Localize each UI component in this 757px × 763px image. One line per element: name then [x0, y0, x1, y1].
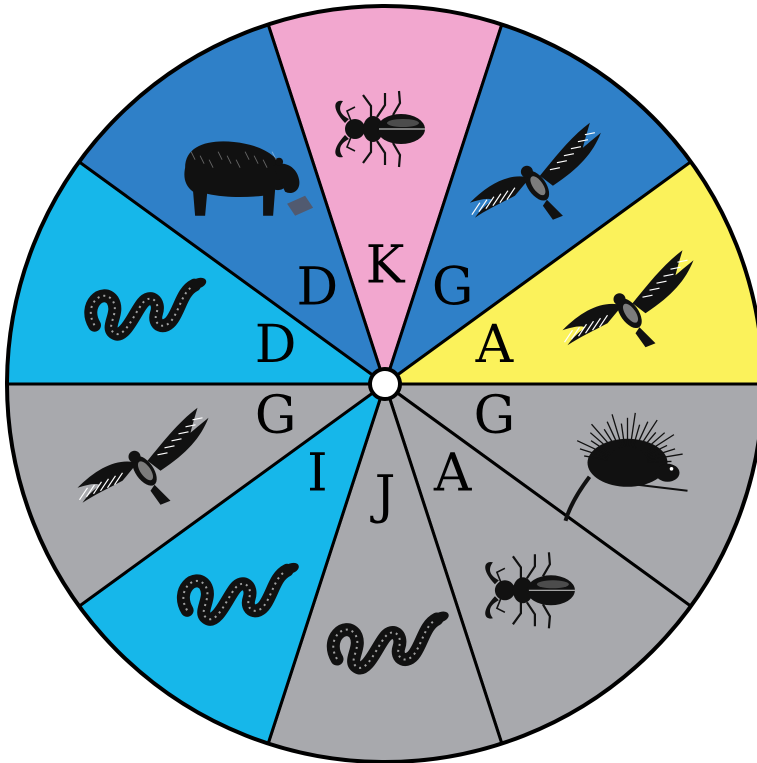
segment-letter: G [255, 386, 297, 446]
segment-letter: A [433, 444, 473, 504]
wheel-hub[interactable] [370, 369, 400, 399]
segment-letter: D [255, 315, 297, 375]
segment-letter: G [474, 386, 516, 446]
segment-letter: K [366, 236, 406, 296]
segment-letter: A [475, 315, 515, 375]
segment-letter: G [432, 258, 474, 318]
segment-letter: I [307, 444, 328, 504]
segment-letter: D [297, 258, 339, 318]
